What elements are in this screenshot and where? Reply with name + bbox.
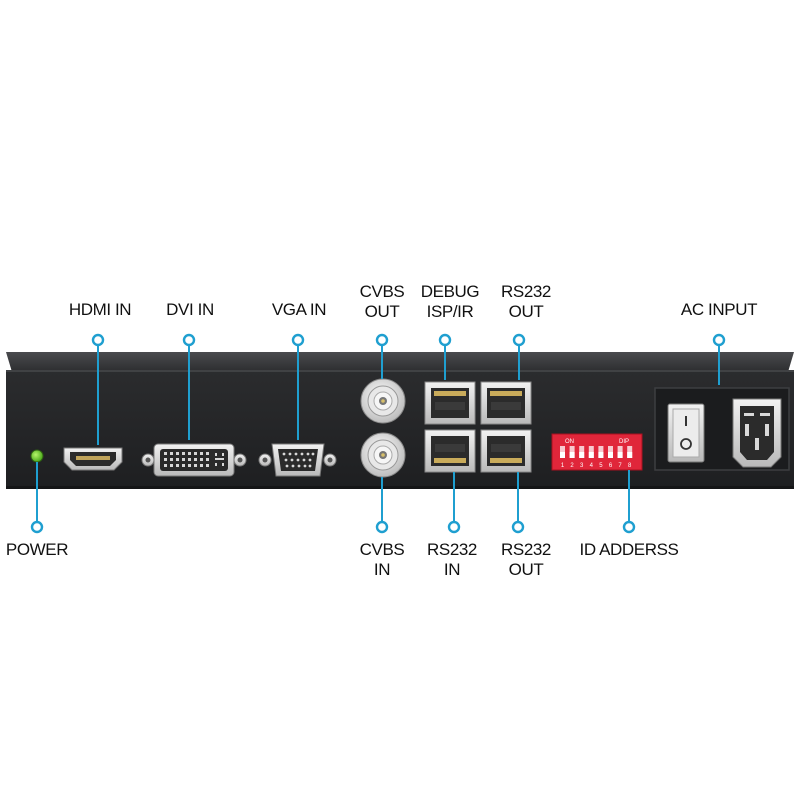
dip-toggle-7 <box>617 452 623 458</box>
dip-toggle-4 <box>588 452 594 458</box>
rj45-rs232-in-port <box>424 429 476 473</box>
callout-dot-power <box>30 520 44 534</box>
label-cvbs-in: CVBS IN <box>359 540 405 579</box>
dip-on-label: ON <box>565 439 574 445</box>
callout-dot-debug <box>438 333 452 347</box>
power-rocker-switch <box>667 403 705 463</box>
callout-dot-cvbs-in <box>375 520 389 534</box>
callout-dot-vga-in <box>291 333 305 347</box>
label-id-address: ID ADDERSS <box>579 540 679 559</box>
callout-dot-ac-input <box>712 333 726 347</box>
callout-dot-cvbs-out <box>375 333 389 347</box>
cvbs-out-bnc <box>360 378 406 424</box>
callout-dot-rs232-out-bottom <box>511 520 525 534</box>
hdmi-port <box>63 447 123 471</box>
label-rs232-out-bottom: RS232 OUT <box>501 540 551 579</box>
vga-pins <box>282 452 315 468</box>
dip-number-5: 5 <box>599 463 603 469</box>
rj45-debug-port <box>424 381 476 425</box>
dip-toggles <box>560 446 633 458</box>
power-led <box>30 449 44 463</box>
rj45-rs232-out-bottom-port <box>480 429 532 473</box>
label-vga-in: VGA IN <box>271 300 327 319</box>
cvbs-in-bnc <box>360 432 406 478</box>
callout-lines <box>30 333 726 534</box>
label-hdmi-in: HDMI IN <box>68 300 132 319</box>
dip-number-4: 4 <box>590 463 594 469</box>
callout-dot-rs232-out-top <box>512 333 526 347</box>
dip-number-6: 6 <box>609 463 613 469</box>
dip-number-2: 2 <box>570 463 574 469</box>
callout-dot-hdmi-in <box>91 333 105 347</box>
callout-dot-dvi-in <box>182 333 196 347</box>
dip-number-1: 1 <box>561 463 565 469</box>
dip-toggle-3 <box>579 452 585 458</box>
iec-power-inlet <box>732 398 782 468</box>
dip-number-3: 3 <box>580 463 584 469</box>
dip-toggle-8 <box>627 452 633 458</box>
chassis-top-edge <box>6 352 794 372</box>
dip-toggle-2 <box>569 452 575 458</box>
label-rs232-out-top: RS232 OUT <box>501 282 551 321</box>
callout-dot-id-address <box>622 520 636 534</box>
dip-dip-label: DIP <box>619 439 629 445</box>
dvi-port <box>141 443 247 477</box>
label-dvi-in: DVI IN <box>166 300 214 319</box>
dip-toggle-1 <box>560 452 565 458</box>
rj45-rs232-out-top-port <box>480 381 532 425</box>
ac-input-module <box>654 387 790 471</box>
label-ac-input: AC INPUT <box>680 300 758 319</box>
dip-number-8: 8 <box>628 463 632 469</box>
dip-toggle-6 <box>608 452 613 458</box>
label-power: POWER <box>5 540 69 559</box>
label-rs232-in: RS232 IN <box>427 540 477 579</box>
dip-number-7: 7 <box>618 463 622 469</box>
label-debug-isp-ir: DEBUG ISP/IR <box>420 282 480 321</box>
callout-dot-rs232-in <box>447 520 461 534</box>
dip-toggle-5 <box>598 452 604 458</box>
label-cvbs-out: CVBS OUT <box>359 282 405 321</box>
dvi-pins <box>164 452 224 467</box>
vga-port <box>258 443 337 477</box>
